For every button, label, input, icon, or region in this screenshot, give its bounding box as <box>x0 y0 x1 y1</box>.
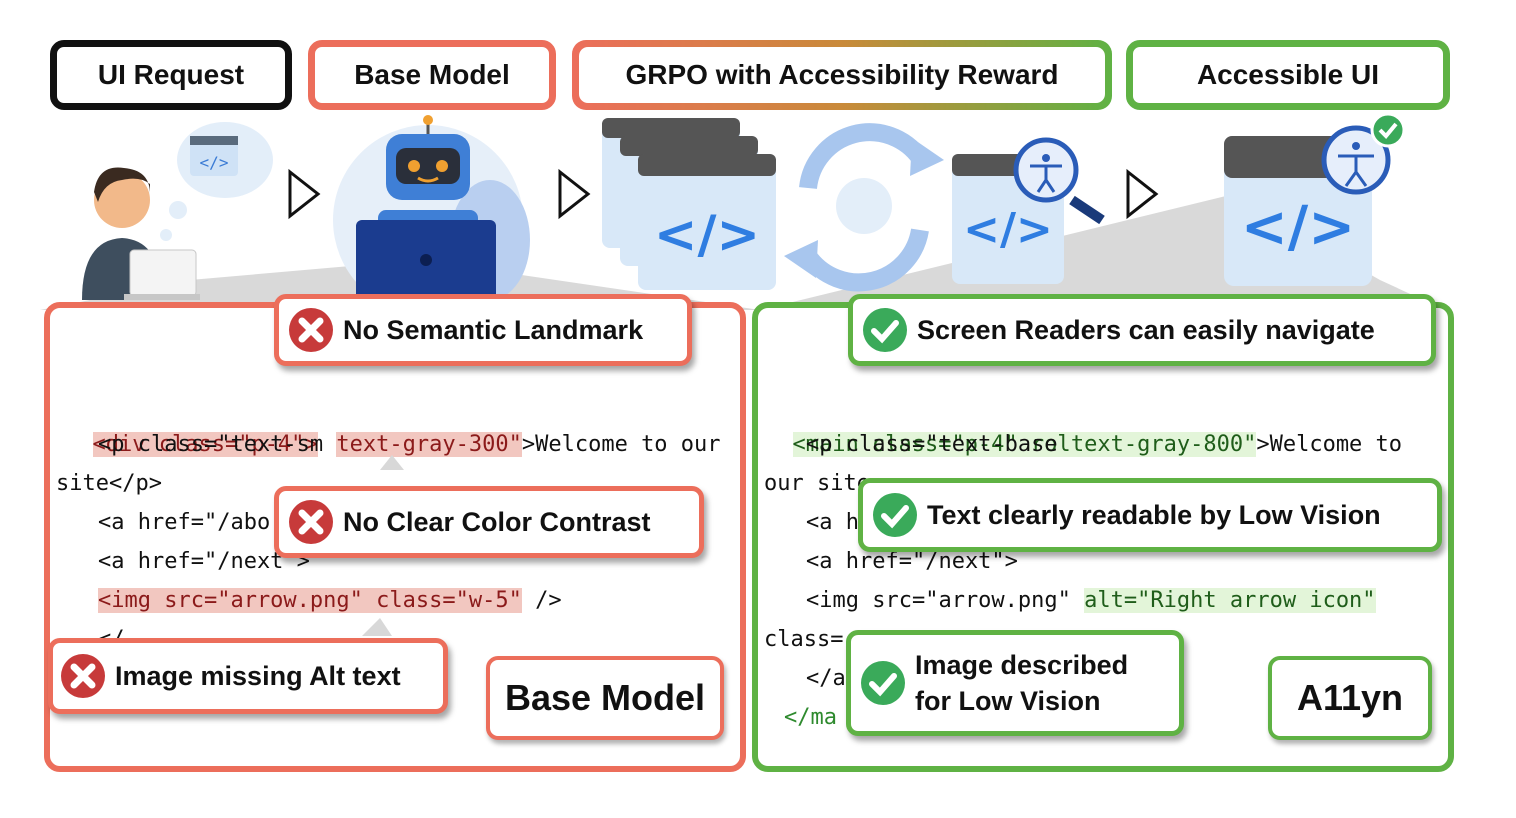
stage-grpo-label: GRPO with Accessibility Reward <box>625 59 1059 90</box>
callout-screen-readers-navigate: Screen Readers can easily navigate <box>848 294 1436 366</box>
robot-icon <box>333 115 530 310</box>
callout-no-color-contrast: No Clear Color Contrast <box>274 486 704 558</box>
callout-described-line-2: for Low Vision <box>915 686 1101 716</box>
callout-text-readable: Text clearly readable by Low Vision <box>858 478 1442 552</box>
a11yn-code-line-9: </ma <box>784 705 837 730</box>
accessibility-check-icon: </> <box>952 137 1105 284</box>
callout-image-described: Image described for Low Vision <box>846 630 1184 736</box>
a11yn-code-line-4: <a h <box>806 510 859 535</box>
a11yn-code-line-7: class= <box>764 627 844 652</box>
callout-described-line-1: Image described <box>915 650 1129 680</box>
callout-navigate-text: Screen Readers can easily navigate <box>917 314 1375 345</box>
a11yn-code-line-5: <a href="/next"> <box>806 549 1018 574</box>
a11yn-code-line-8: </a <box>806 666 846 691</box>
svg-text:</>: </> <box>963 204 1053 255</box>
base-model-label-text: Base Model <box>504 677 706 718</box>
callout-landmark-text: No Semantic Landmark <box>343 314 644 345</box>
accessible-window-icon: </> <box>1224 112 1406 286</box>
stage-accessible-ui-label: Accessible UI <box>1196 59 1380 90</box>
a11yn-code-line-6: <img src="arrow.png" alt="Right arrow ic… <box>806 588 1376 613</box>
svg-text:</>: </> <box>1241 195 1355 260</box>
check-icon <box>863 308 907 352</box>
callout-alt-text: Image missing Alt text <box>115 660 401 691</box>
a11yn-code-line-3: our site <box>764 471 870 496</box>
check-icon <box>861 661 905 705</box>
flow-arrow-2 <box>558 168 591 220</box>
stage-base-model: Base Model <box>308 40 556 110</box>
callout-missing-alt-text: Image missing Alt text <box>48 638 448 714</box>
stage-ui-request-label: UI Request <box>97 59 245 90</box>
base-code-line-1: <div class="p-4"> <box>92 432 318 457</box>
flow-arrow-1 <box>288 168 321 220</box>
code-windows-stack-icon: </> <box>602 118 776 290</box>
callout-contrast-text: No Clear Color Contrast <box>343 506 651 537</box>
error-x-icon <box>61 654 105 698</box>
stage-base-model-label: Base Model <box>354 59 510 90</box>
stage-ui-request: UI Request <box>50 40 292 110</box>
base-model-label: Base Model <box>486 656 724 740</box>
callout-readable-text: Text clearly readable by Low Vision <box>927 499 1381 530</box>
base-code-line-2: <p class="text-sm text-gray-300">Welcome… <box>98 432 721 457</box>
error-x-icon <box>289 308 333 352</box>
base-code-line-6: <img src="arrow.png" class="w-5" /> <box>98 588 562 613</box>
svg-text:</>: </> <box>200 153 229 172</box>
a11yn-label-text: A11yn <box>1296 677 1404 718</box>
error-x-icon <box>289 500 333 544</box>
user-icon: </> <box>82 122 273 300</box>
stage-accessible-ui: Accessible UI <box>1126 40 1450 110</box>
base-code-line-3: site</p> <box>56 471 162 496</box>
a11yn-label: A11yn <box>1268 656 1432 740</box>
flow-arrow-3 <box>1126 168 1159 220</box>
training-cycle-icon <box>784 123 944 292</box>
check-icon <box>873 493 917 537</box>
stage-grpo: GRPO with Accessibility Reward <box>572 40 1112 110</box>
a11yn-code-line-2: <p class="text-base text-gray-800">Welco… <box>806 432 1403 457</box>
base-code-line-4: <a href="/abo <box>98 510 271 535</box>
callout-no-semantic-landmark: No Semantic Landmark <box>274 294 692 366</box>
svg-text:</>: </> <box>654 205 760 265</box>
illustration-row: </> </> <box>40 112 1445 310</box>
